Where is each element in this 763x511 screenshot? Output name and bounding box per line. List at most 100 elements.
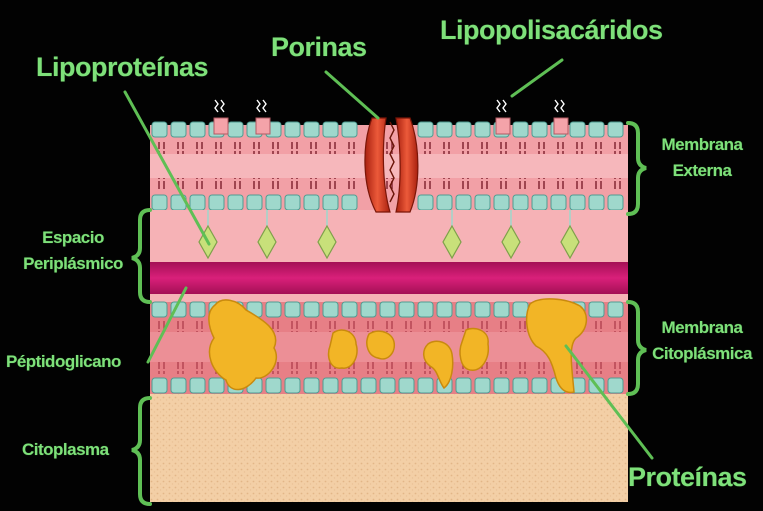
- lipid-head: [456, 378, 471, 393]
- pointer-porinas: [326, 72, 378, 118]
- lipid-head: [361, 378, 376, 393]
- label-porinas: Porinas: [271, 32, 367, 63]
- label-membrana-externa-line1: Membrana: [646, 135, 758, 155]
- lipid-head: [608, 302, 623, 317]
- lps-core: [496, 118, 510, 134]
- lipid-head: [494, 195, 509, 210]
- label-peptidoglicano: Péptidoglicano: [6, 352, 121, 372]
- lps-chain: [257, 100, 260, 112]
- lipid-head: [304, 122, 319, 137]
- lipid-head: [152, 302, 167, 317]
- lipid-head: [209, 195, 224, 210]
- label-membrana-citoplasmica-line1: Membrana: [646, 318, 758, 338]
- cytoplasmic-membrane-heads-bottom: [152, 378, 623, 393]
- lipid-head: [570, 195, 585, 210]
- lipid-head: [589, 122, 604, 137]
- lipid-head: [513, 302, 528, 317]
- lipid-head: [551, 195, 566, 210]
- lps-chain: [555, 100, 558, 112]
- lps-chain: [215, 100, 218, 112]
- lipid-head: [399, 378, 414, 393]
- lipid-head: [532, 378, 547, 393]
- lipid-head: [228, 195, 243, 210]
- lps-core: [256, 118, 270, 134]
- lipid-head: [247, 195, 262, 210]
- lipid-head: [380, 302, 395, 317]
- lipid-head: [190, 122, 205, 137]
- lipid-head: [171, 378, 186, 393]
- lipid-head: [285, 378, 300, 393]
- lipid-head: [285, 195, 300, 210]
- lipid-head: [418, 195, 433, 210]
- lipid-head: [513, 195, 528, 210]
- lipid-head: [228, 122, 243, 137]
- lipid-head: [152, 195, 167, 210]
- lipid-head: [285, 302, 300, 317]
- lipid-head: [266, 195, 281, 210]
- lipid-head: [570, 122, 585, 137]
- lipid-head: [380, 378, 395, 393]
- lipid-head: [456, 195, 471, 210]
- lipid-head: [475, 122, 490, 137]
- lipid-head: [342, 122, 357, 137]
- periplasmic-space: [150, 210, 628, 302]
- lipid-head: [589, 195, 604, 210]
- lipid-head: [437, 122, 452, 137]
- label-membrana-citoplasmica-line2: Citoplásmica: [646, 344, 758, 364]
- lipid-head: [304, 378, 319, 393]
- lipid-head: [532, 195, 547, 210]
- lipid-head: [304, 195, 319, 210]
- lipid-head: [342, 302, 357, 317]
- bracket-citoplasma: [132, 398, 150, 504]
- lipid-head: [437, 302, 452, 317]
- lipid-head: [456, 302, 471, 317]
- lipid-head: [323, 195, 338, 210]
- lipid-head: [532, 122, 547, 137]
- lipid-head: [323, 302, 338, 317]
- bracket-membrana-citoplasmica: [628, 302, 646, 394]
- lps-core: [554, 118, 568, 134]
- lipid-head: [589, 302, 604, 317]
- lipid-head: [513, 378, 528, 393]
- lipid-head: [456, 122, 471, 137]
- lipid-head: [608, 378, 623, 393]
- label-espacio-periplasmico-line1: Espacio: [12, 228, 134, 248]
- cytoplasm-area: [150, 394, 628, 502]
- label-lipoproteinas: Lipoproteínas: [36, 52, 208, 83]
- lipid-head: [342, 378, 357, 393]
- lipid-head: [190, 302, 205, 317]
- lipid-head: [418, 302, 433, 317]
- lipid-head: [342, 195, 357, 210]
- protein-blob: [367, 331, 394, 359]
- label-espacio-periplasmico: Espacio Periplásmico: [12, 228, 134, 274]
- lps-chain: [497, 100, 500, 112]
- lipid-head: [361, 302, 376, 317]
- lipid-head: [304, 302, 319, 317]
- lipid-head: [285, 122, 300, 137]
- lipid-head: [418, 122, 433, 137]
- bracket-membrana-externa: [628, 123, 646, 214]
- lipid-head: [475, 378, 490, 393]
- lipid-head: [266, 378, 281, 393]
- lipid-head: [152, 378, 167, 393]
- lipid-head: [190, 195, 205, 210]
- lipid-head: [494, 302, 509, 317]
- lipid-head: [475, 195, 490, 210]
- protein-blob: [329, 330, 358, 368]
- lipid-head: [437, 195, 452, 210]
- label-proteinas: Proteínas: [628, 462, 747, 493]
- protein-blob: [460, 329, 488, 371]
- lps-core: [214, 118, 228, 134]
- lipid-head: [475, 302, 490, 317]
- lipid-head: [323, 122, 338, 137]
- pointer-lipopolisacaridos: [512, 60, 562, 96]
- lipid-head: [513, 122, 528, 137]
- outer-membrane: [150, 122, 628, 210]
- lps-chain: [503, 100, 506, 112]
- lps-chain: [561, 100, 564, 112]
- lipid-head: [190, 378, 205, 393]
- label-citoplasma: Citoplasma: [22, 440, 109, 460]
- label-espacio-periplasmico-line2: Periplásmico: [12, 254, 134, 274]
- lipid-head: [399, 302, 414, 317]
